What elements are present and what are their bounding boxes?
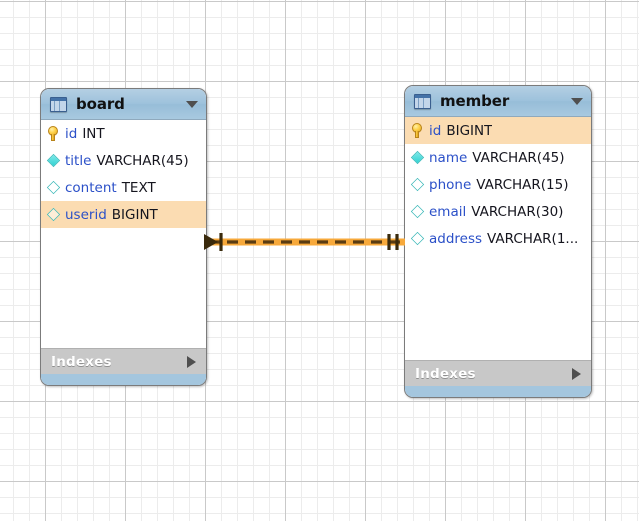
table-header-board[interactable]: board bbox=[41, 89, 206, 120]
column-type: BIGINT bbox=[111, 206, 158, 223]
hollow-diamond-icon bbox=[410, 231, 425, 246]
table-icon bbox=[414, 93, 431, 109]
column-name: content bbox=[65, 179, 117, 196]
column-type: VARCHAR(30) bbox=[471, 203, 564, 220]
indexes-label: Indexes bbox=[51, 353, 112, 370]
column-name: id bbox=[429, 122, 442, 139]
column-type: VARCHAR(15) bbox=[476, 176, 569, 193]
table-header-member[interactable]: member bbox=[405, 86, 591, 117]
column-type: TEXT bbox=[121, 179, 156, 196]
crows-foot-many-icon bbox=[204, 233, 223, 251]
hollow-diamond-icon bbox=[46, 207, 61, 222]
column-name: userid bbox=[65, 206, 107, 223]
column-name: email bbox=[429, 203, 467, 220]
column-name: id bbox=[65, 125, 78, 142]
column-type: BIGINT bbox=[446, 122, 493, 139]
table-footer-strip bbox=[405, 386, 591, 397]
filled-diamond-icon bbox=[410, 150, 425, 165]
hollow-diamond-icon bbox=[46, 180, 61, 195]
table-icon bbox=[50, 96, 67, 112]
table-footer-strip bbox=[41, 374, 206, 385]
indexes-section-board[interactable]: Indexes bbox=[41, 348, 206, 374]
indexes-label: Indexes bbox=[415, 365, 476, 382]
table-title: member bbox=[440, 92, 510, 110]
relationship-connector[interactable] bbox=[203, 228, 407, 256]
column-type: VARCHAR(1... bbox=[487, 230, 579, 247]
column-name: address bbox=[429, 230, 483, 247]
column-type: VARCHAR(45) bbox=[96, 152, 189, 169]
column-type: INT bbox=[82, 125, 105, 142]
filled-diamond-icon bbox=[46, 153, 61, 168]
chevron-right-icon[interactable] bbox=[572, 367, 581, 380]
one-mandatory-icon bbox=[387, 234, 399, 250]
column-type: VARCHAR(45) bbox=[472, 149, 565, 166]
chevron-down-icon[interactable] bbox=[186, 100, 198, 108]
hollow-diamond-icon bbox=[410, 177, 425, 192]
table-title: board bbox=[76, 95, 125, 113]
table-empty-area bbox=[41, 228, 206, 348]
chevron-down-icon[interactable] bbox=[571, 97, 583, 105]
indexes-section-member[interactable]: Indexes bbox=[405, 360, 591, 386]
chevron-right-icon[interactable] bbox=[187, 355, 196, 368]
hollow-diamond-icon bbox=[410, 204, 425, 219]
column-name: title bbox=[65, 152, 92, 169]
table-empty-area bbox=[405, 252, 591, 360]
column-name: name bbox=[429, 149, 468, 166]
primary-key-icon bbox=[411, 123, 424, 138]
primary-key-icon bbox=[47, 126, 60, 141]
column-name: phone bbox=[429, 176, 472, 193]
